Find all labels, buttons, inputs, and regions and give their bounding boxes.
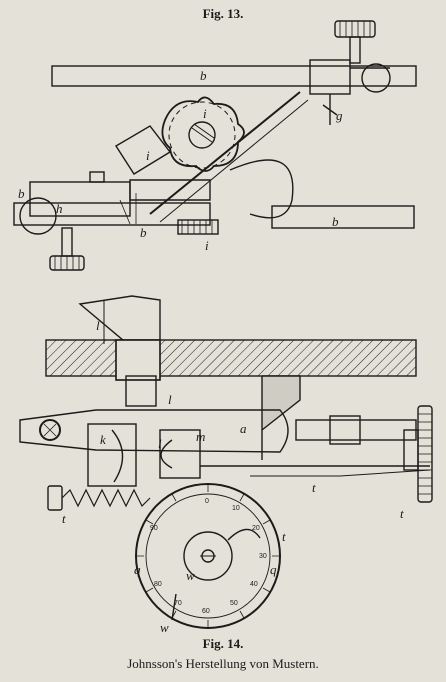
dial-70: 70: [174, 600, 182, 607]
upper-rod: [51, 65, 417, 87]
dial-40: 40: [250, 581, 258, 588]
label-w: w: [186, 568, 195, 583]
figure-14-labels: l l l k m a t t t t q q w w: [62, 318, 404, 635]
label-b-top: b: [200, 68, 207, 83]
dial-numerals: 0 10 20 30 40 50 60 70 80 90: [150, 498, 267, 615]
dial-10: 10: [232, 505, 240, 512]
label-g: g: [336, 108, 343, 123]
plate-caption: Johnsson's Herstellung von Mustern.: [127, 656, 319, 671]
label-i: i: [146, 148, 150, 163]
label-a: a: [240, 421, 247, 436]
label-t: t: [312, 480, 316, 495]
dial-90: 90: [150, 525, 158, 532]
dial-30: 30: [259, 553, 267, 560]
label-q-right: q: [270, 562, 277, 577]
figure-13-labels: b b b g i i h b i: [18, 68, 343, 253]
figure-14-drawing: [19, 295, 433, 629]
label-h: h: [56, 201, 63, 216]
dial-50: 50: [230, 600, 238, 607]
dial-80: 80: [154, 581, 162, 588]
label-l1: l: [158, 436, 162, 451]
label-b1: b: [140, 225, 147, 240]
figure-13-drawing: [13, 20, 417, 271]
label-i1: i: [203, 106, 207, 121]
label-t3: t: [282, 529, 286, 544]
dial-0: 0: [205, 498, 209, 505]
label-i2: i: [205, 238, 209, 253]
label-l3: l: [96, 318, 100, 333]
label-b-right: b: [332, 214, 339, 229]
label-b-left: b: [18, 186, 25, 201]
label-t1: t: [62, 511, 66, 526]
label-t2: t: [400, 506, 404, 521]
dial-20: 20: [252, 525, 260, 532]
figure-14-caption: Fig. 14.: [202, 636, 244, 651]
dial-60: 60: [202, 608, 210, 615]
lower-rod-left: [13, 202, 211, 226]
label-q-left: q: [134, 562, 141, 577]
lower-rod-right: [271, 205, 415, 229]
label-w1: w: [160, 620, 169, 635]
label-k: k: [100, 432, 106, 447]
figure-13-caption: Fig. 13.: [202, 6, 244, 21]
label-m: m: [196, 429, 205, 444]
label-l2: l: [168, 392, 172, 407]
dial-ticks: [136, 484, 280, 628]
